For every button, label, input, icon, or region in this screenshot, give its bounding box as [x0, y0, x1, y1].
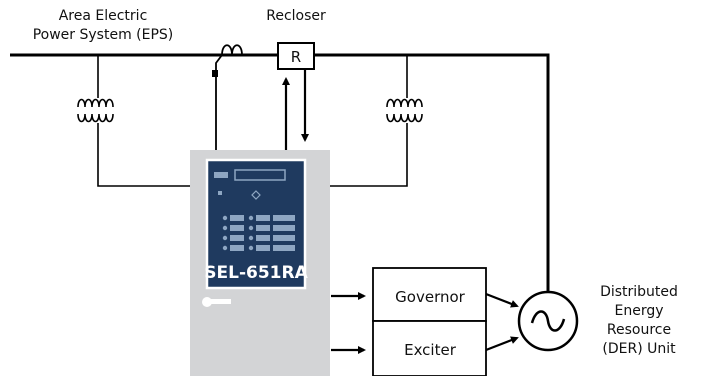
der-label-line3: Resource [607, 322, 671, 338]
der-label-line2: Energy [614, 303, 663, 319]
cabinet-handle-icon [202, 297, 231, 307]
exciter-box [372, 320, 487, 376]
ct-coil-icon [212, 44, 243, 150]
recloser-symbol: R [291, 48, 301, 66]
main-feeder-line-right [314, 53, 550, 310]
der-label-line4: (DER) Unit [602, 341, 676, 357]
relay-front-panel [205, 158, 307, 290]
exciter-to-generator-arrow [485, 336, 519, 352]
governor-box [372, 267, 487, 322]
area-eps-label-line1: Area Electric [59, 8, 148, 24]
ac-generator-icon [517, 290, 579, 352]
recloser-box [277, 42, 315, 70]
vt-transformer-icon [77, 55, 190, 187]
relay-panel-controls [214, 169, 295, 251]
governor-to-generator-arrow [485, 292, 519, 308]
relay-model-label: SEL-651RA [204, 263, 308, 283]
governor-label: Governor [395, 288, 465, 306]
exciter-label: Exciter [404, 341, 457, 359]
recloser-label: Recloser [266, 8, 326, 24]
der-label-line1: Distributed [600, 284, 678, 300]
vt-transformer-icon [330, 55, 423, 187]
area-eps-label-line2: Power System (EPS) [33, 27, 174, 43]
